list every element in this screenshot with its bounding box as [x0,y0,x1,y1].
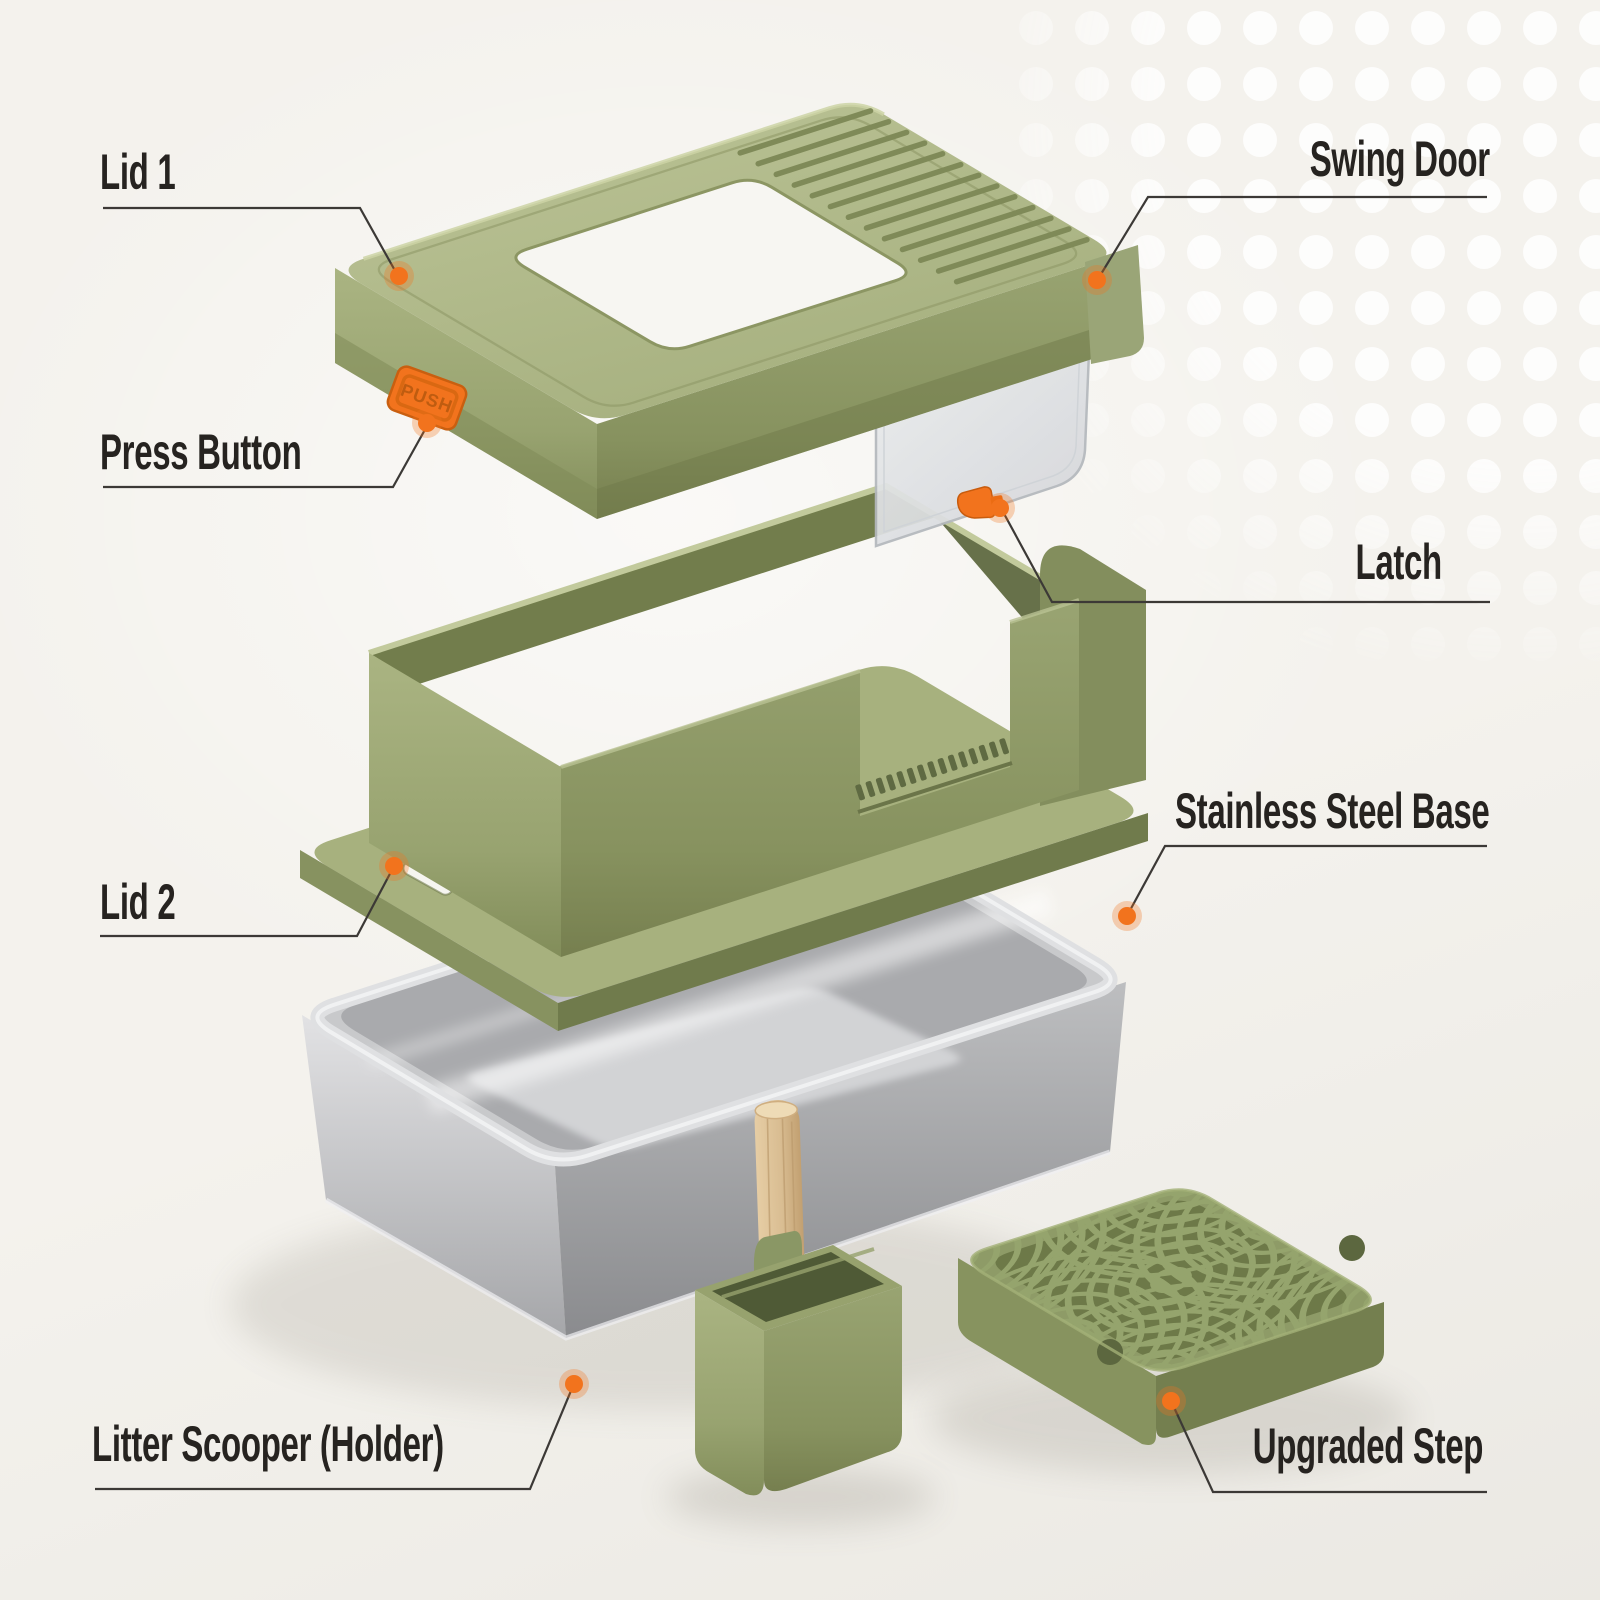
leader-stainless-base [1127,844,1487,915]
lid2-front-rim-edges [560,598,1080,769]
label-swing-door: Swing Door [1309,131,1490,187]
holder-front-right-face [764,1286,902,1492]
callout-dot-latch [985,493,1015,523]
lid2-inner-back-right-wall [886,486,1079,629]
lid1-skirt-right-band [597,320,1120,519]
step-side-left [958,1258,1156,1445]
lid1-vent-ribs [737,108,1090,285]
callout-dot-step [1156,1386,1186,1416]
lid2-inner-back-left-wall [369,486,936,684]
leader-press-button [103,425,428,489]
pan-bottom-edge-highlight [324,1149,1111,1341]
callout-dot-lid2 [379,851,409,881]
label-latch: Latch [1355,534,1443,590]
label-lid2: Lid 2 [100,874,176,930]
pan-highlight-streak [426,889,1054,1113]
lid2-teeth-rail [857,761,1013,814]
lid2-comb-teeth [855,738,1009,801]
leader-swing-door [1097,195,1487,280]
leader-latch [1001,509,1490,604]
lid1-top-opening [514,178,908,351]
lid2-front-left-wall [369,653,561,957]
leader-scooper [95,1385,575,1491]
wood-grain [766,1109,796,1251]
lid1-top-edge-highlight [362,102,885,261]
label-litter-scooper: Litter Scooper (Holder) [92,1416,444,1472]
holder-slot-opening [712,1252,884,1322]
push-button: PUSH [386,365,468,431]
holder-slot-divider [721,1247,875,1299]
pan-front-left-wall [302,1015,566,1338]
label-upgraded-step: Upgraded Step [1252,1418,1484,1474]
lid2-middle-collar [300,483,1148,1031]
leader-step [1171,1402,1487,1494]
lid1-right-door-frame-flap [1085,245,1144,364]
callout-dot-lid1 [384,261,414,291]
leader-lid1 [103,206,399,277]
callout-dots [379,261,1186,1416]
pan-front-right-wall [555,982,1126,1338]
lid2-front-right-wall [561,600,1079,957]
step-side-right [1156,1302,1384,1438]
lid1-top-cover: PUSH [335,102,1144,519]
swing-door-inner-line [883,291,1083,534]
leader-lid2 [100,867,394,938]
callout-dot-scooper [559,1369,589,1399]
lid2-flange-side-right [558,813,1148,1031]
callout-dot-press-button [412,408,442,438]
label-press-button: Press Button [100,424,302,480]
callout-dot-swing-door [1082,265,1112,295]
lid2-flange-side-left [300,850,558,1031]
leader-lines [95,195,1490,1494]
callout-dot-stainless-base [1112,901,1142,931]
label-stainless-base: Stainless Steel Base [1174,783,1490,839]
holder-front-left-face [695,1290,764,1496]
step-hole-right [1339,1235,1365,1261]
litter-scooper-holder [695,1100,902,1496]
label-lid1: Lid 1 [100,144,176,200]
